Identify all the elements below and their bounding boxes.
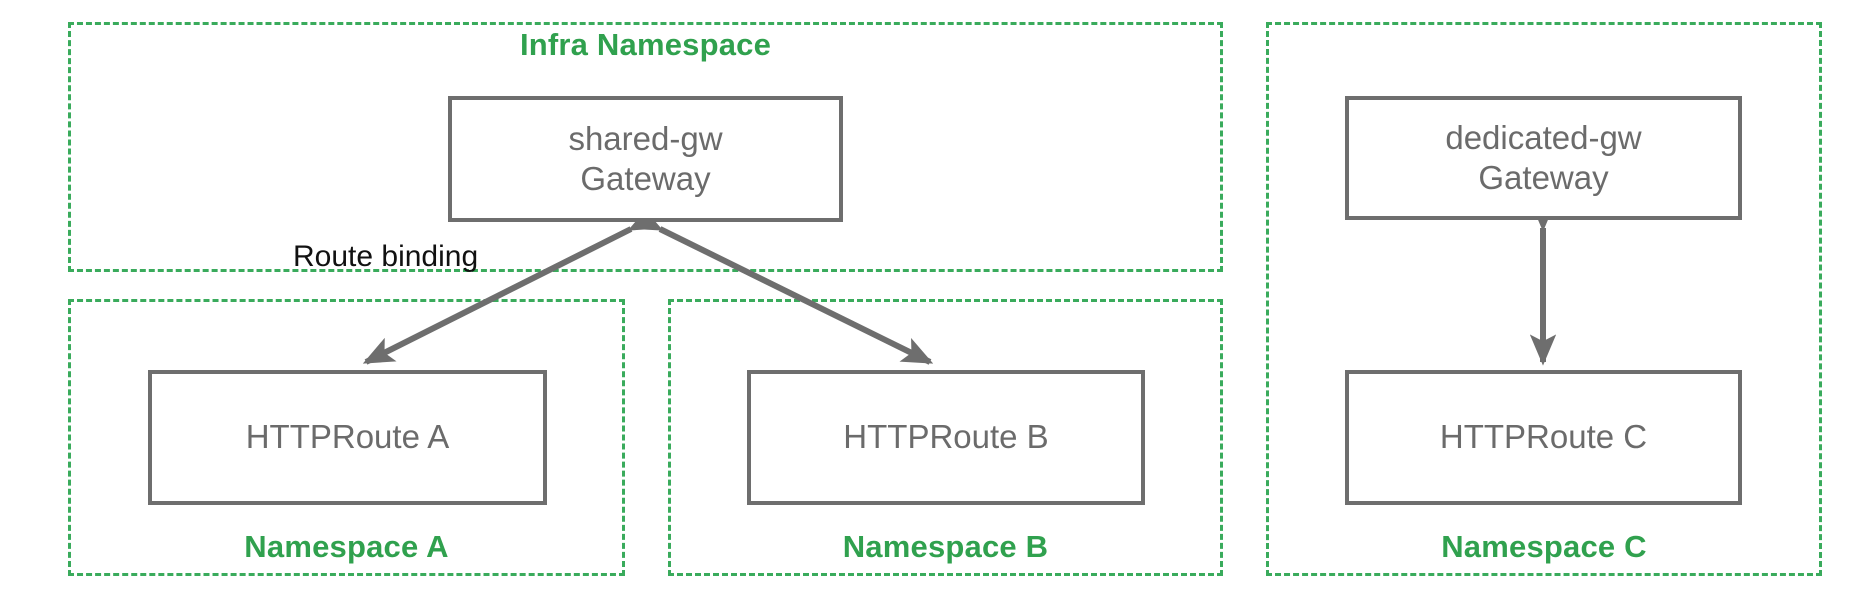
resource-name-shared-gw: shared-gw — [568, 119, 723, 157]
namespace-box-c — [1266, 22, 1822, 576]
resource-name-dedicated-gw: dedicated-gw — [1445, 118, 1642, 156]
namespace-box-b — [668, 299, 1223, 576]
namespace-box-a — [68, 299, 625, 576]
resource-box-httproute-b[interactable]: HTTPRoute B — [747, 370, 1145, 505]
namespace-label-c: Namespace C — [1441, 529, 1647, 564]
resource-kind-dedicated-gw: Gateway — [1478, 159, 1609, 196]
resource-name-httproute-a: HTTPRoute A — [245, 418, 450, 456]
resource-name-httproute-c: HTTPRoute C — [1439, 418, 1648, 456]
resource-kind-shared-gw: Gateway — [580, 160, 711, 197]
resource-name-httproute-b: HTTPRoute B — [843, 418, 1049, 456]
namespace-label-b: Namespace B — [842, 529, 1049, 564]
namespace-label-a: Namespace A — [244, 529, 449, 564]
resource-box-httproute-c[interactable]: HTTPRoute C — [1345, 370, 1742, 505]
namespace-label-infra: Infra Namespace — [519, 27, 772, 62]
resource-box-httproute-a[interactable]: HTTPRoute A — [148, 370, 547, 505]
resource-box-dedicated-gw[interactable]: dedicated-gw Gateway — [1345, 96, 1742, 220]
edge-label-route-binding: Route binding — [293, 240, 479, 273]
resource-box-shared-gw[interactable]: shared-gw Gateway — [448, 96, 843, 222]
